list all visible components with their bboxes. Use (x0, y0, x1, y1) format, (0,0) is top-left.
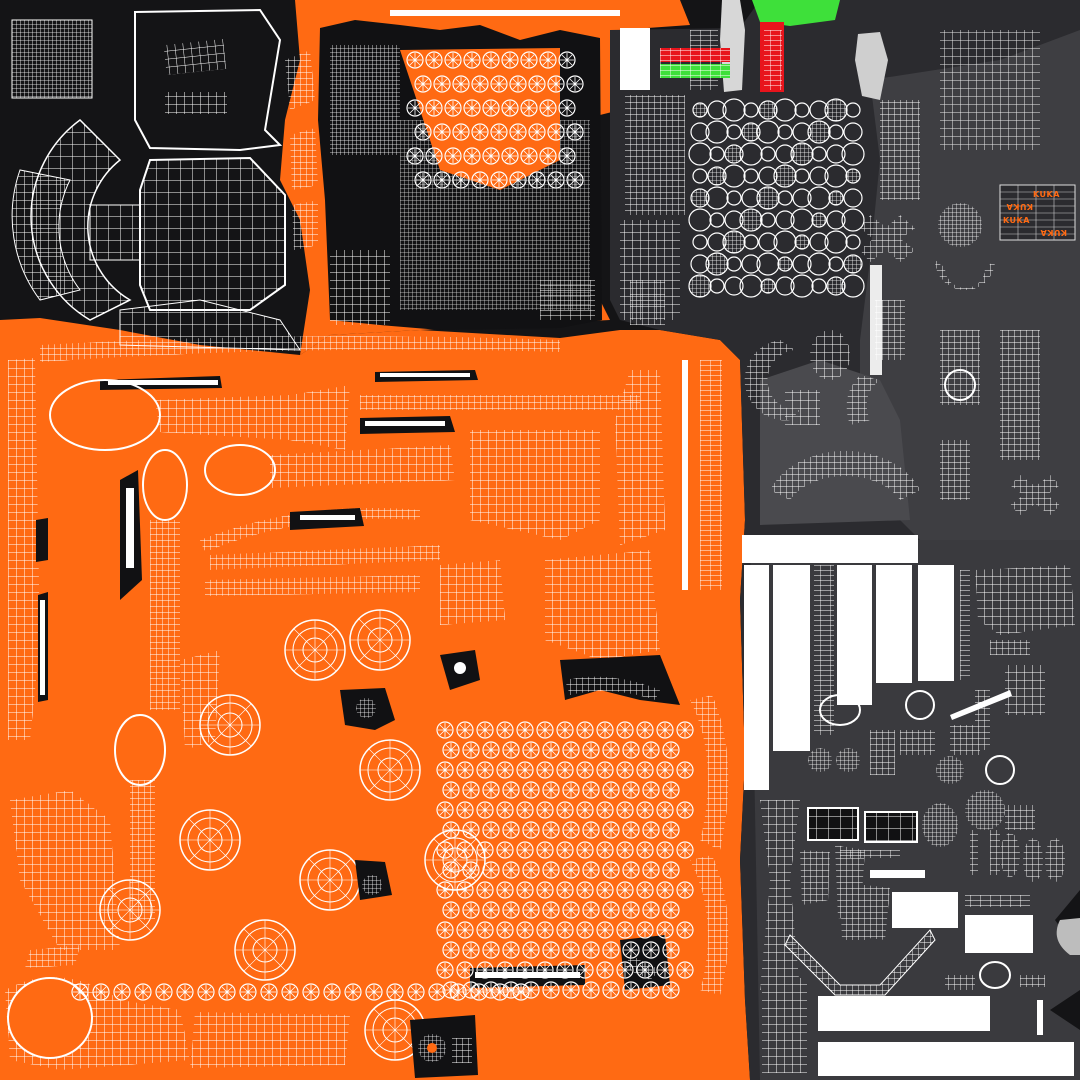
top-right-parts (620, 28, 1040, 325)
pale-gray-swatch (720, 0, 745, 92)
top-center-parts (330, 45, 595, 325)
top-left-parts (11, 8, 301, 351)
green-swatch (752, 0, 840, 26)
orange-strip-parts (285, 50, 318, 250)
kuka-logo-4-flipped: KUKA (1040, 228, 1067, 237)
top-strip (390, 10, 620, 16)
kuka-logo-1: KUKA (1033, 190, 1060, 199)
pale-gray-panel (855, 32, 888, 100)
white-panel-top (742, 535, 918, 563)
kuka-label-panel: KUKA KUKA KUKA KUKA (999, 184, 1076, 241)
right-gray-parts (742, 265, 1080, 1076)
kuka-logo-3: KUKA (1003, 216, 1030, 225)
kuka-logo-2-flipped: KUKA (1006, 202, 1033, 211)
orange-main-parts (5, 336, 729, 1078)
red-wire (764, 30, 782, 90)
